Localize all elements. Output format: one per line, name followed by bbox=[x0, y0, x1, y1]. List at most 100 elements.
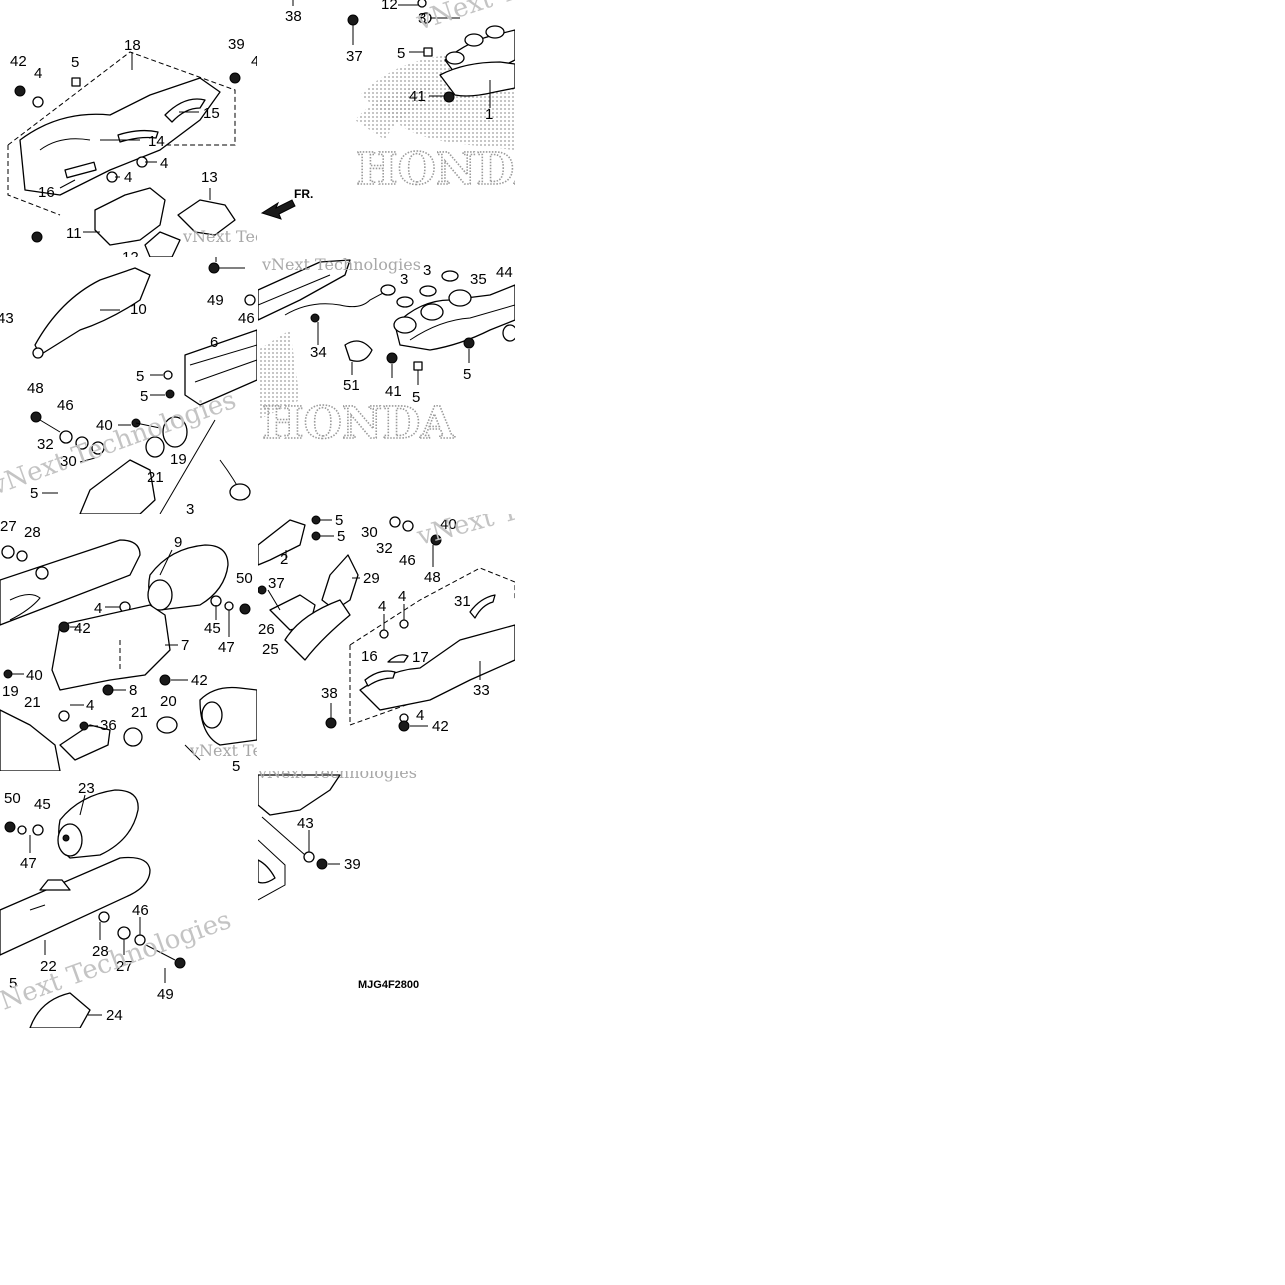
callout-30: 30 bbox=[60, 453, 77, 470]
callout-13: 13 bbox=[201, 169, 218, 186]
callout-4: 4 bbox=[398, 588, 406, 605]
callout-5: 5 bbox=[397, 45, 405, 62]
callout-43: 43 bbox=[297, 815, 314, 832]
callout-35: 35 bbox=[470, 271, 487, 288]
watermark: vNext Technologies bbox=[412, 0, 668, 37]
honda-logo-text: HONDA bbox=[262, 398, 455, 449]
callout-41: 41 bbox=[409, 88, 426, 105]
callout-46: 46 bbox=[132, 902, 149, 919]
callout-4: 4 bbox=[86, 697, 94, 714]
callout-16: 16 bbox=[38, 184, 55, 201]
tile-exhaust-manifold-top: HONDA FR. 38 12 3 37 5 41 1 vNext Techno… bbox=[260, 0, 668, 220]
callout-5: 5 bbox=[140, 388, 148, 405]
callout-4: 4 bbox=[124, 169, 132, 186]
callout-4: 4 bbox=[251, 53, 259, 70]
tile-heat-shield-rear: 5 5 2 30 32 46 40 48 37 29 26 25 4 4 31 … bbox=[258, 456, 671, 735]
callout-6: 6 bbox=[210, 334, 218, 351]
callout-47: 47 bbox=[20, 855, 37, 872]
callout-42: 42 bbox=[432, 718, 449, 735]
callout-44: 44 bbox=[496, 264, 513, 281]
callout-12: 12 bbox=[122, 249, 139, 266]
callout-19: 19 bbox=[2, 683, 19, 700]
tile-end-cover: 43 39 vNext Technologies bbox=[257, 763, 417, 901]
callout-41: 41 bbox=[385, 383, 402, 400]
callout-29: 29 bbox=[363, 570, 380, 587]
callout-2: 2 bbox=[280, 551, 288, 568]
tile-oxygen-sensors: HONDA 3 3 35 44 34 51 41 5 5 vNext Techn bbox=[258, 255, 515, 450]
callout-50: 50 bbox=[236, 570, 253, 587]
tile-muffler-right: 50 45 23 47 28 46 27 22 49 5 24 vNext Te… bbox=[0, 780, 235, 1028]
callout-43: 43 bbox=[0, 310, 14, 327]
callout-11: 11 bbox=[66, 225, 82, 242]
callout-47: 47 bbox=[218, 639, 235, 656]
callout-21: 21 bbox=[131, 704, 148, 721]
callout-5: 5 bbox=[337, 528, 345, 545]
watermark: vNext Technologies bbox=[182, 227, 342, 246]
callout-42: 42 bbox=[10, 53, 27, 70]
watermark: vNext Technologies bbox=[261, 255, 421, 274]
callout-34: 34 bbox=[310, 344, 327, 361]
callout-20: 20 bbox=[160, 693, 177, 710]
callout-27: 27 bbox=[116, 958, 133, 975]
callout-10: 10 bbox=[130, 301, 147, 318]
callout-32: 32 bbox=[376, 540, 393, 557]
callout-36: 36 bbox=[100, 717, 117, 734]
callout-21: 21 bbox=[147, 469, 164, 486]
callout-3: 3 bbox=[186, 501, 194, 518]
callout-22: 22 bbox=[40, 958, 57, 975]
callout-40: 40 bbox=[26, 667, 43, 684]
honda-logo-text: HONDA bbox=[356, 144, 549, 195]
callout-49: 49 bbox=[157, 986, 174, 1003]
callout-5: 5 bbox=[71, 54, 79, 71]
callout-30: 30 bbox=[361, 524, 378, 541]
callout-18: 18 bbox=[124, 37, 141, 54]
callout-21: 21 bbox=[24, 694, 41, 711]
callout-3: 3 bbox=[423, 262, 431, 279]
callout-15: 15 bbox=[203, 105, 220, 122]
callout-45: 45 bbox=[204, 620, 221, 637]
callout-5: 5 bbox=[232, 758, 240, 775]
callout-5: 5 bbox=[136, 368, 144, 385]
callout-46: 46 bbox=[57, 397, 74, 414]
callout-46: 46 bbox=[238, 310, 255, 327]
callout-25: 25 bbox=[262, 641, 279, 658]
callout-7: 7 bbox=[181, 637, 189, 654]
tile-muffler-assembly-left: 27 28 9 4 42 50 45 47 7 40 19 21 8 42 20… bbox=[0, 518, 349, 775]
callout-28: 28 bbox=[24, 524, 41, 541]
callout-49: 49 bbox=[207, 292, 224, 309]
callout-3: 3 bbox=[400, 271, 408, 288]
callout-4: 4 bbox=[94, 600, 102, 617]
callout-19: 19 bbox=[170, 451, 187, 468]
callout-24: 24 bbox=[106, 1007, 123, 1024]
watermark: vNext Technologies bbox=[413, 456, 671, 552]
callout-40: 40 bbox=[440, 516, 457, 533]
callout-32: 32 bbox=[37, 436, 54, 453]
diagram-code: MJG4F2800 bbox=[358, 979, 419, 991]
watermark: vNext Technologies bbox=[189, 741, 349, 760]
callout-4: 4 bbox=[378, 598, 386, 615]
callout-17: 17 bbox=[412, 649, 429, 666]
tile-muffler-mount: 3 49 46 43 10 6 5 5 48 46 32 40 30 19 21… bbox=[0, 257, 257, 518]
callout-37: 37 bbox=[346, 48, 363, 65]
tile-heat-shield-front: 42 4 5 18 39 4 15 14 4 4 16 13 11 12 vNe… bbox=[7, 36, 342, 266]
callout-38: 38 bbox=[321, 685, 338, 702]
callout-23: 23 bbox=[78, 780, 95, 797]
callout-33: 33 bbox=[473, 682, 490, 699]
callout-37: 37 bbox=[268, 575, 285, 592]
callout-5: 5 bbox=[463, 366, 471, 383]
callout-39: 39 bbox=[228, 36, 245, 53]
callout-38: 38 bbox=[285, 8, 302, 25]
watermark: vNext Technologies bbox=[257, 763, 417, 782]
callout-51: 51 bbox=[343, 377, 360, 394]
callout-8: 8 bbox=[129, 682, 137, 699]
callout-48: 48 bbox=[424, 569, 441, 586]
fr-arrow-label: FR. bbox=[294, 187, 313, 201]
callout-46: 46 bbox=[399, 552, 416, 569]
callout-16: 16 bbox=[361, 648, 378, 665]
callout-4: 4 bbox=[416, 707, 424, 724]
callout-12: 12 bbox=[381, 0, 398, 13]
callout-39: 39 bbox=[344, 856, 361, 873]
callout-4: 4 bbox=[160, 155, 168, 172]
callout-4: 4 bbox=[34, 65, 42, 82]
